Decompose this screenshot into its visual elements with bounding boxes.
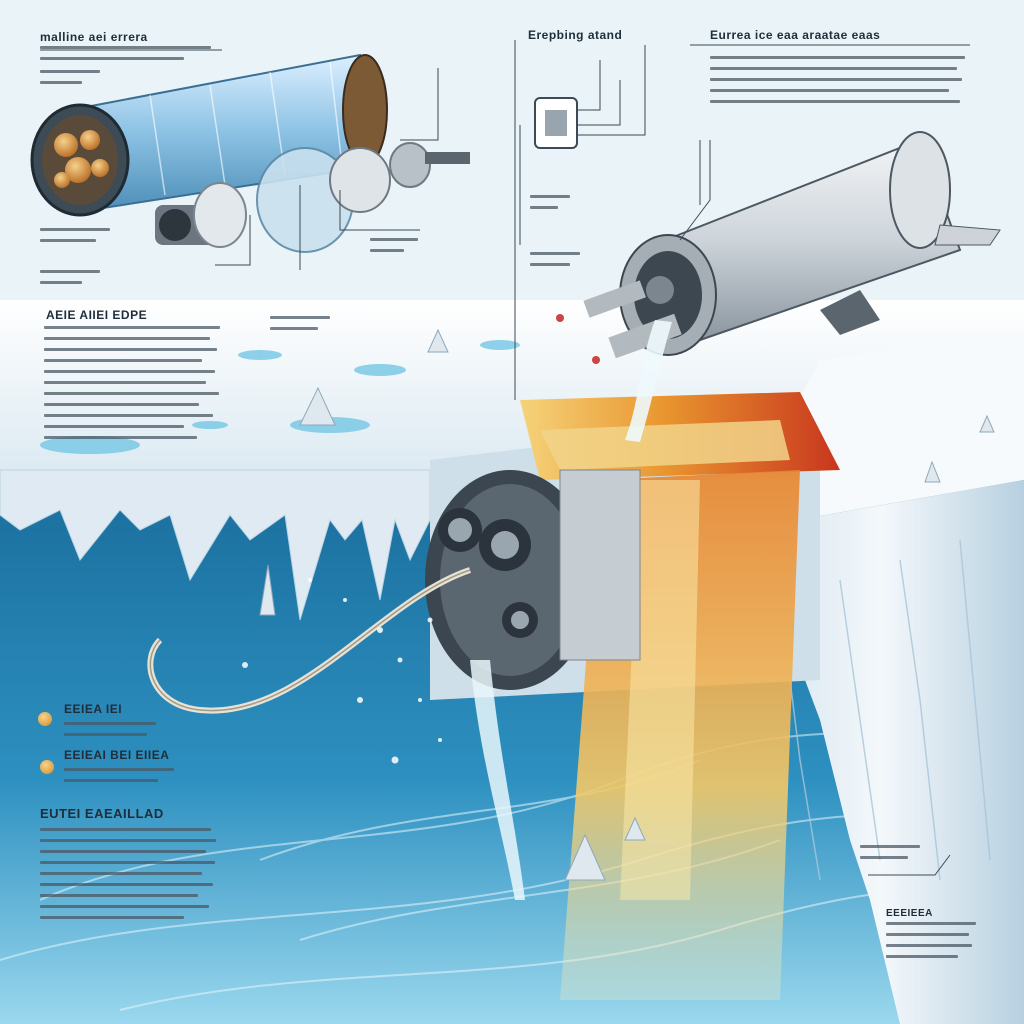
text-block-center-note-2 [530,252,580,274]
text-block-center-note [530,195,570,217]
bullet-label-1: EEIEA IEI [64,702,123,716]
exploded-components [155,142,470,253]
section-bottom-right: EEEIEEA [886,908,933,919]
orange-dot-icon [40,760,54,774]
section-bottom-left: EUTEI EAEAILLAD [40,806,164,821]
text-block-top-right [710,56,970,111]
section-mid-left: AEIE AIIEI EDPE [46,308,148,322]
text-block-right-note [860,845,920,867]
orange-dot-icon [38,712,52,726]
text-block-mid-left [44,326,224,447]
title-center: Erepbing atand [528,28,623,42]
cryobot-probe [556,131,1001,364]
text-block-left-note-2 [40,270,100,292]
bullet-label-2: EEIEAI BEI EIIEA [64,748,170,762]
text-block-bullet-1 [64,722,156,744]
text-block-top-left [40,46,220,68]
text-block-left-short [40,70,100,92]
text-block-left-note [40,228,110,250]
text-block-bottom-right [886,922,976,966]
text-block-bullet-2 [64,768,174,790]
title-right: Eurrea ice eaa araatae eaas [710,28,881,42]
text-block-component-note [370,238,418,260]
text-block-mid-note [270,316,330,338]
text-block-bottom-left [40,828,220,927]
title-left: malline aei errera [40,30,148,44]
